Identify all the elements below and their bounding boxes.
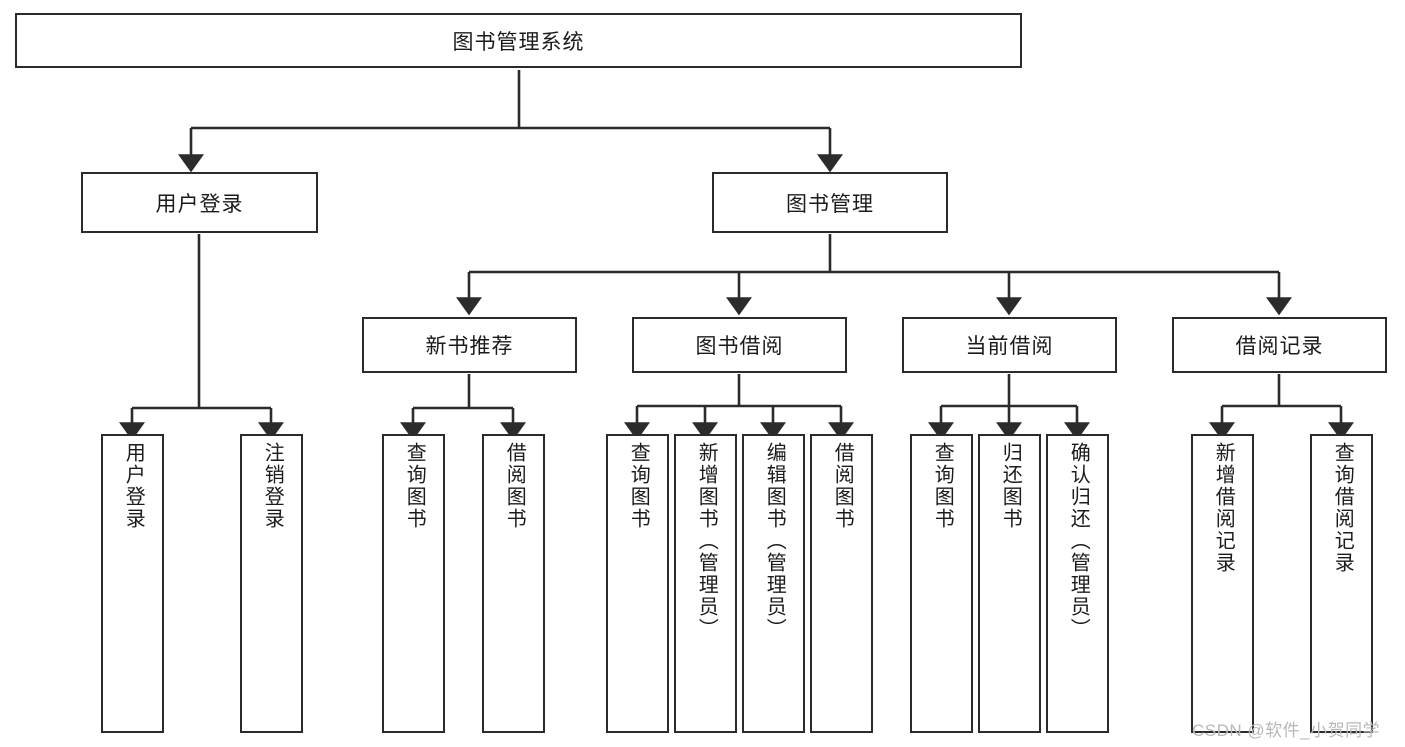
leaf-user-login-login[interactable]: 用户登录: [101, 434, 164, 733]
node-label: 编辑图书（管理员）: [763, 442, 786, 640]
leaf-new-book-borrow[interactable]: 借阅图书: [482, 434, 545, 733]
node-label: 新增图书（管理员）: [695, 442, 718, 640]
node-label: 图书借阅: [695, 335, 784, 358]
leaf-user-login-logout[interactable]: 注销登录: [240, 434, 303, 733]
leaf-book-borrow-edit[interactable]: 编辑图书（管理员）: [742, 434, 805, 733]
node-label: 查询图书: [627, 442, 650, 530]
node-label: 图书管理: [786, 192, 874, 216]
leaf-current-borrow-return[interactable]: 归还图书: [978, 434, 1041, 733]
node-book-management[interactable]: 图书管理: [712, 172, 948, 233]
leaf-borrow-record-add[interactable]: 新增借阅记录: [1191, 434, 1254, 733]
node-label: 借阅图书: [503, 442, 526, 530]
node-book-borrow[interactable]: 图书借阅: [632, 317, 847, 373]
leaf-book-borrow-add[interactable]: 新增图书（管理员）: [674, 434, 737, 733]
node-label: 新增借阅记录: [1212, 442, 1235, 574]
leaf-borrow-record-query[interactable]: 查询借阅记录: [1310, 434, 1373, 733]
node-label: 查询图书: [931, 442, 954, 530]
node-label: 查询借阅记录: [1331, 442, 1354, 574]
node-root-system[interactable]: 图书管理系统: [15, 13, 1022, 68]
node-user-login[interactable]: 用户登录: [81, 172, 318, 233]
csdn-watermark: CSDN @软件_小贺同学: [1192, 721, 1381, 740]
node-new-book-recommend[interactable]: 新书推荐: [362, 317, 577, 373]
node-label: 归还图书: [999, 442, 1022, 530]
node-borrow-records[interactable]: 借阅记录: [1172, 317, 1387, 373]
node-label: 图书管理系统: [452, 30, 585, 54]
leaf-book-borrow-query[interactable]: 查询图书: [606, 434, 669, 733]
node-label: 新书推荐: [425, 335, 514, 358]
leaf-current-borrow-query[interactable]: 查询图书: [910, 434, 973, 733]
leaf-current-borrow-confirm[interactable]: 确认归还（管理员）: [1046, 434, 1109, 733]
node-label: 查询图书: [403, 442, 426, 530]
node-label: 用户登录: [122, 442, 145, 530]
node-current-borrow[interactable]: 当前借阅: [902, 317, 1117, 373]
leaf-new-book-query[interactable]: 查询图书: [382, 434, 445, 733]
leaf-book-borrow-borrow[interactable]: 借阅图书: [810, 434, 873, 733]
node-label: 借阅图书: [831, 442, 854, 530]
node-label: 借阅记录: [1235, 335, 1324, 358]
node-label: 当前借阅: [965, 335, 1054, 358]
node-label: 注销登录: [261, 442, 284, 530]
node-label: 用户登录: [155, 192, 244, 216]
node-label: 确认归还（管理员）: [1067, 442, 1090, 640]
